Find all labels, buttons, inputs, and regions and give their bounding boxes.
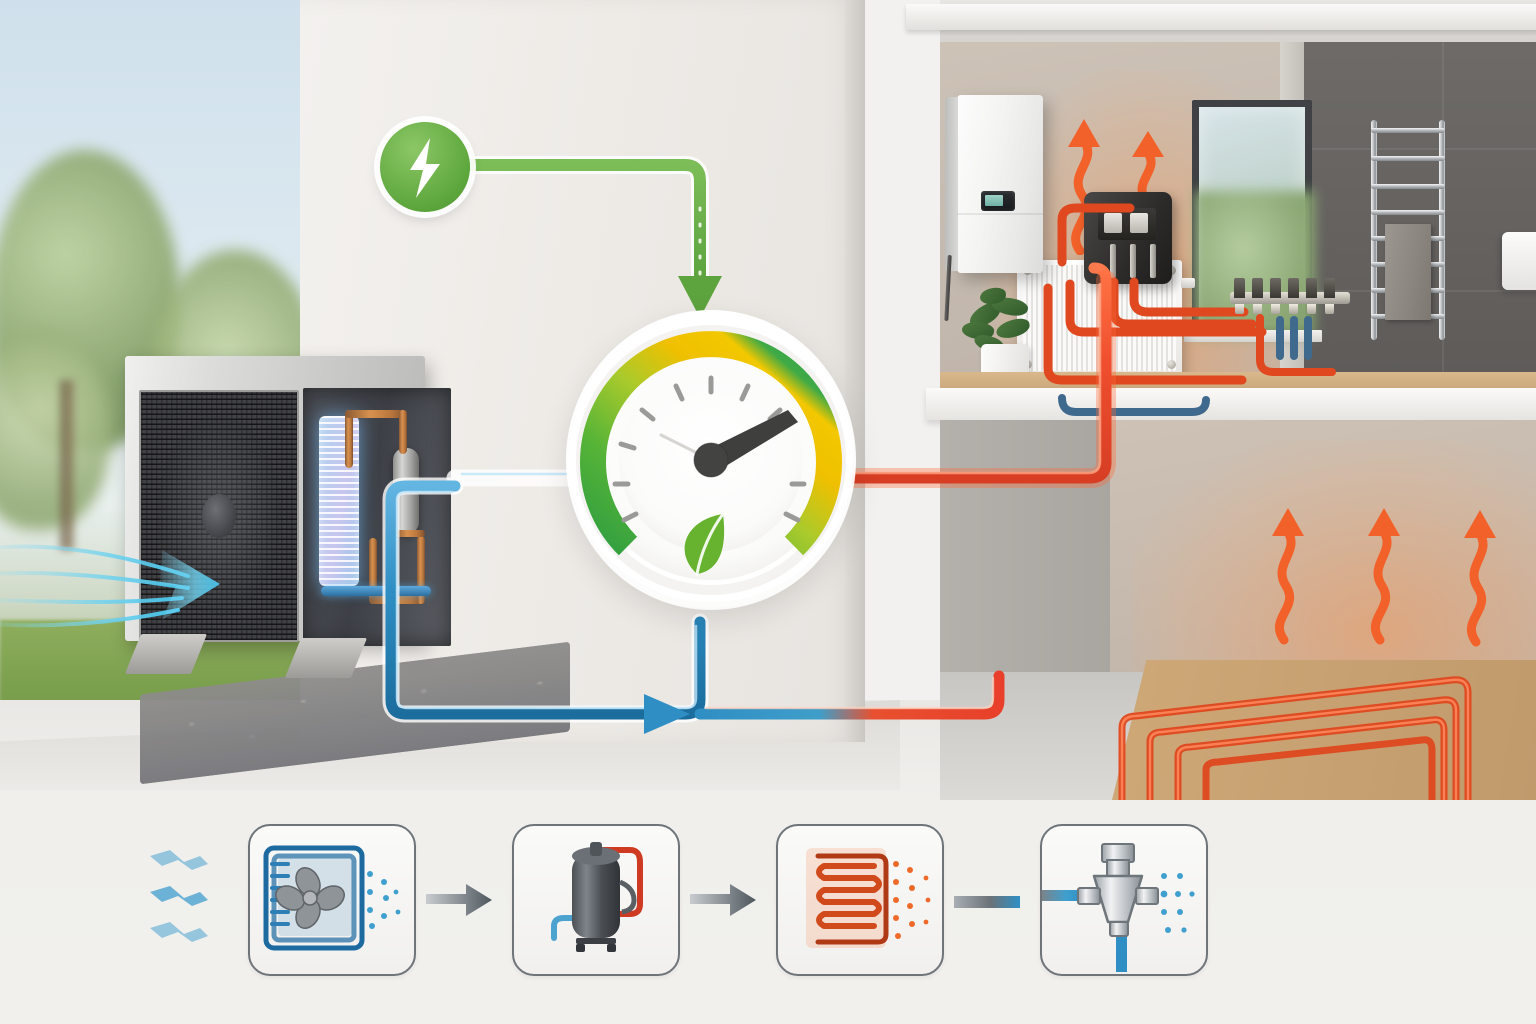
heat-pump-cutaway-interior [303,388,451,646]
evaporator-coil [319,416,359,586]
heat-wave-arrows-lower [1260,490,1520,650]
indoor-hydraulic-module[interactable] [945,95,1043,273]
fan-hub [202,494,236,538]
underfloor-manifold [1230,278,1350,322]
tree-trunk [60,380,74,550]
arrow-right-icon [426,884,492,916]
ceiling-slab [906,4,1536,30]
radiator-valve [1181,278,1195,288]
arrow-right-icon [954,896,1020,908]
air-intake-arrows [0,544,220,628]
process-step-compressor[interactable]: Compressor [512,824,680,976]
indoor-pipework [1043,203,1336,416]
expansion-valve-icon [1042,843,1195,972]
hydro-unit-display[interactable] [981,191,1015,211]
heat-pump-base-block [284,638,368,678]
process-step-evaporator[interactable]: Evaporator [248,824,416,976]
condenser-coil-icon [806,848,931,948]
compressor-icon [551,842,643,952]
process-step-expansion-valve[interactable]: Expansion valve [1040,824,1208,976]
tree-foliage [0,330,110,530]
efficiency-gauge[interactable]: Efficiency / COP performance gauge [566,300,862,630]
evaporator-fan-icon [263,845,401,951]
wall-hung-toilet [1502,232,1536,290]
eco-leaf-icon [684,512,725,576]
gauge-needle [659,410,798,478]
lightning-bolt-icon [410,138,440,198]
process-step-condenser[interactable]: Condenser [776,824,944,976]
towel [1385,224,1431,320]
refrigerant-accumulator [393,448,419,534]
underfloor-heating-loops [1112,650,1536,800]
process-inlet-air-waves [150,850,208,942]
arrow-right-icon [690,884,756,916]
house-cutaway [862,0,1536,800]
electricity-badge[interactable]: Electricity input [380,122,470,212]
gauge-ticks [612,375,807,523]
process-strip: Evaporator [140,812,1240,992]
towel-radiator [1367,120,1449,340]
heat-pump-outdoor-unit[interactable] [124,338,465,683]
